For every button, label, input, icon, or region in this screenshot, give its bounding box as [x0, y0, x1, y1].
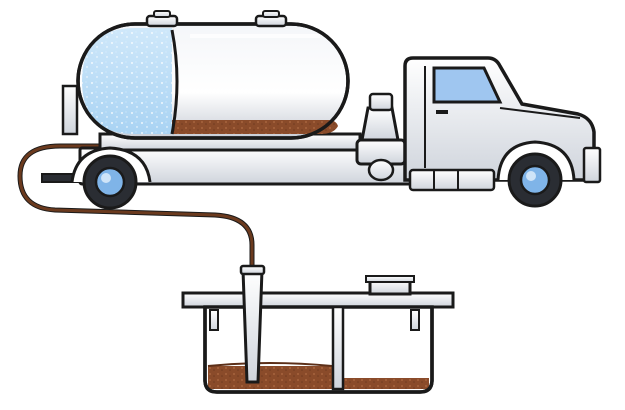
suction-hose: [17, 143, 255, 278]
outlet-tee: [410, 309, 420, 331]
fuel-tank: [408, 168, 496, 192]
rear-wheel: [82, 154, 138, 210]
suction-pipe: [239, 264, 266, 384]
vacuum-pump: [355, 92, 407, 182]
truck-cab: [403, 56, 602, 192]
septic-sludge-right: [343, 378, 429, 389]
inlet-tee: [209, 309, 219, 331]
vacuum-tank: [76, 22, 350, 140]
septic-tank: [181, 275, 455, 394]
door-handle: [436, 110, 448, 114]
septic-lid: [181, 291, 455, 309]
septic-divider: [331, 305, 345, 391]
vacuum-truck: [41, 10, 602, 210]
rear-valve: [61, 84, 79, 136]
tank-manhole-front: [254, 10, 288, 28]
grille: [582, 146, 602, 184]
cab-window: [432, 66, 503, 104]
septic-sludge-left: [208, 366, 332, 389]
tank-manhole-rear: [145, 10, 179, 28]
front-wheel: [507, 152, 563, 208]
tank-sludge: [172, 120, 338, 134]
